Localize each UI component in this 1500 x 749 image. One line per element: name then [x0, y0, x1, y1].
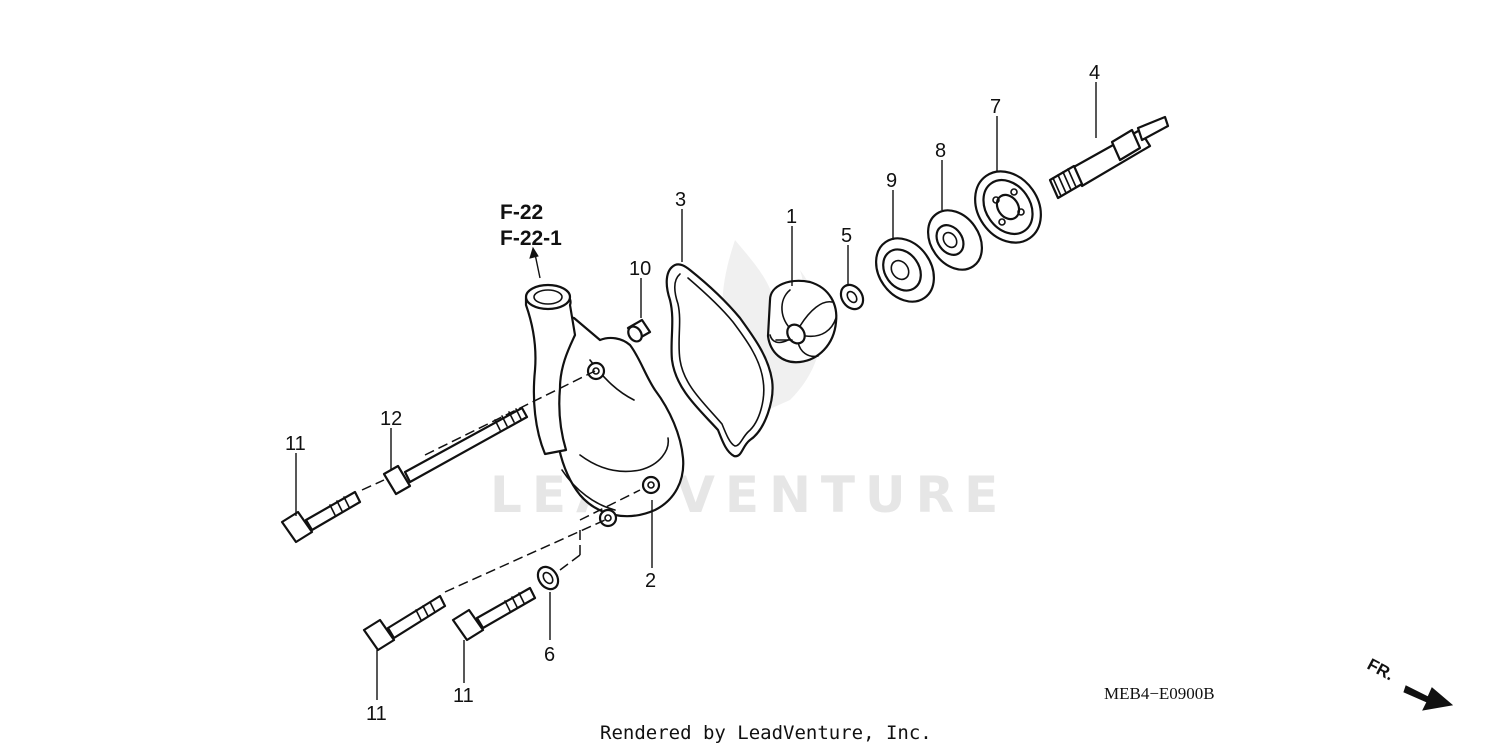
arrow-icon [1403, 685, 1454, 711]
callout-11-upper: 11 [285, 433, 306, 455]
callout-7: 7 [990, 96, 1001, 118]
callout-8: 8 [935, 140, 946, 162]
callout-2: 2 [645, 570, 656, 592]
part-10-dowel-pin [626, 318, 652, 343]
part-11-bolt-lower-right [451, 586, 537, 642]
part-11-bolt-lower-left [362, 594, 447, 652]
part-12-long-bolt [382, 406, 529, 496]
callout-12: 12 [380, 408, 402, 430]
callout-11-lower-right: 11 [453, 685, 474, 707]
part-8-seal [927, 209, 983, 271]
callout-3: 3 [675, 189, 686, 211]
callout-5: 5 [841, 225, 852, 247]
callout-11-lower-left: 11 [366, 703, 387, 725]
direction-label: FR. [1364, 655, 1397, 685]
part-11-bolt-upper [280, 490, 362, 544]
leader-lines [295, 82, 1097, 700]
front-direction-arrow: FR. [1364, 655, 1454, 711]
callout-1: 1 [786, 206, 797, 228]
part-2-pump-cover [524, 283, 685, 528]
part-5-washer [839, 283, 865, 311]
part-4-shaft [1048, 115, 1170, 200]
rendered-by-footer: Rendered by LeadVenture, Inc. [600, 722, 932, 744]
reference-label-f22: F-22 [500, 201, 543, 224]
part-7-bearing [974, 170, 1042, 244]
alignment-lines [361, 370, 641, 593]
reference-label-f22-1: F-22-1 [500, 227, 562, 250]
part-9-bearing [875, 237, 935, 303]
callout-4: 4 [1089, 62, 1100, 84]
part-1-impeller [766, 279, 838, 364]
part-6-washer [536, 565, 560, 591]
diagram-code: MEB4−E0900B [1104, 684, 1215, 703]
callout-10: 10 [629, 258, 651, 280]
callout-9: 9 [886, 170, 897, 192]
callout-6: 6 [544, 644, 555, 666]
part-3-gasket [665, 263, 774, 458]
